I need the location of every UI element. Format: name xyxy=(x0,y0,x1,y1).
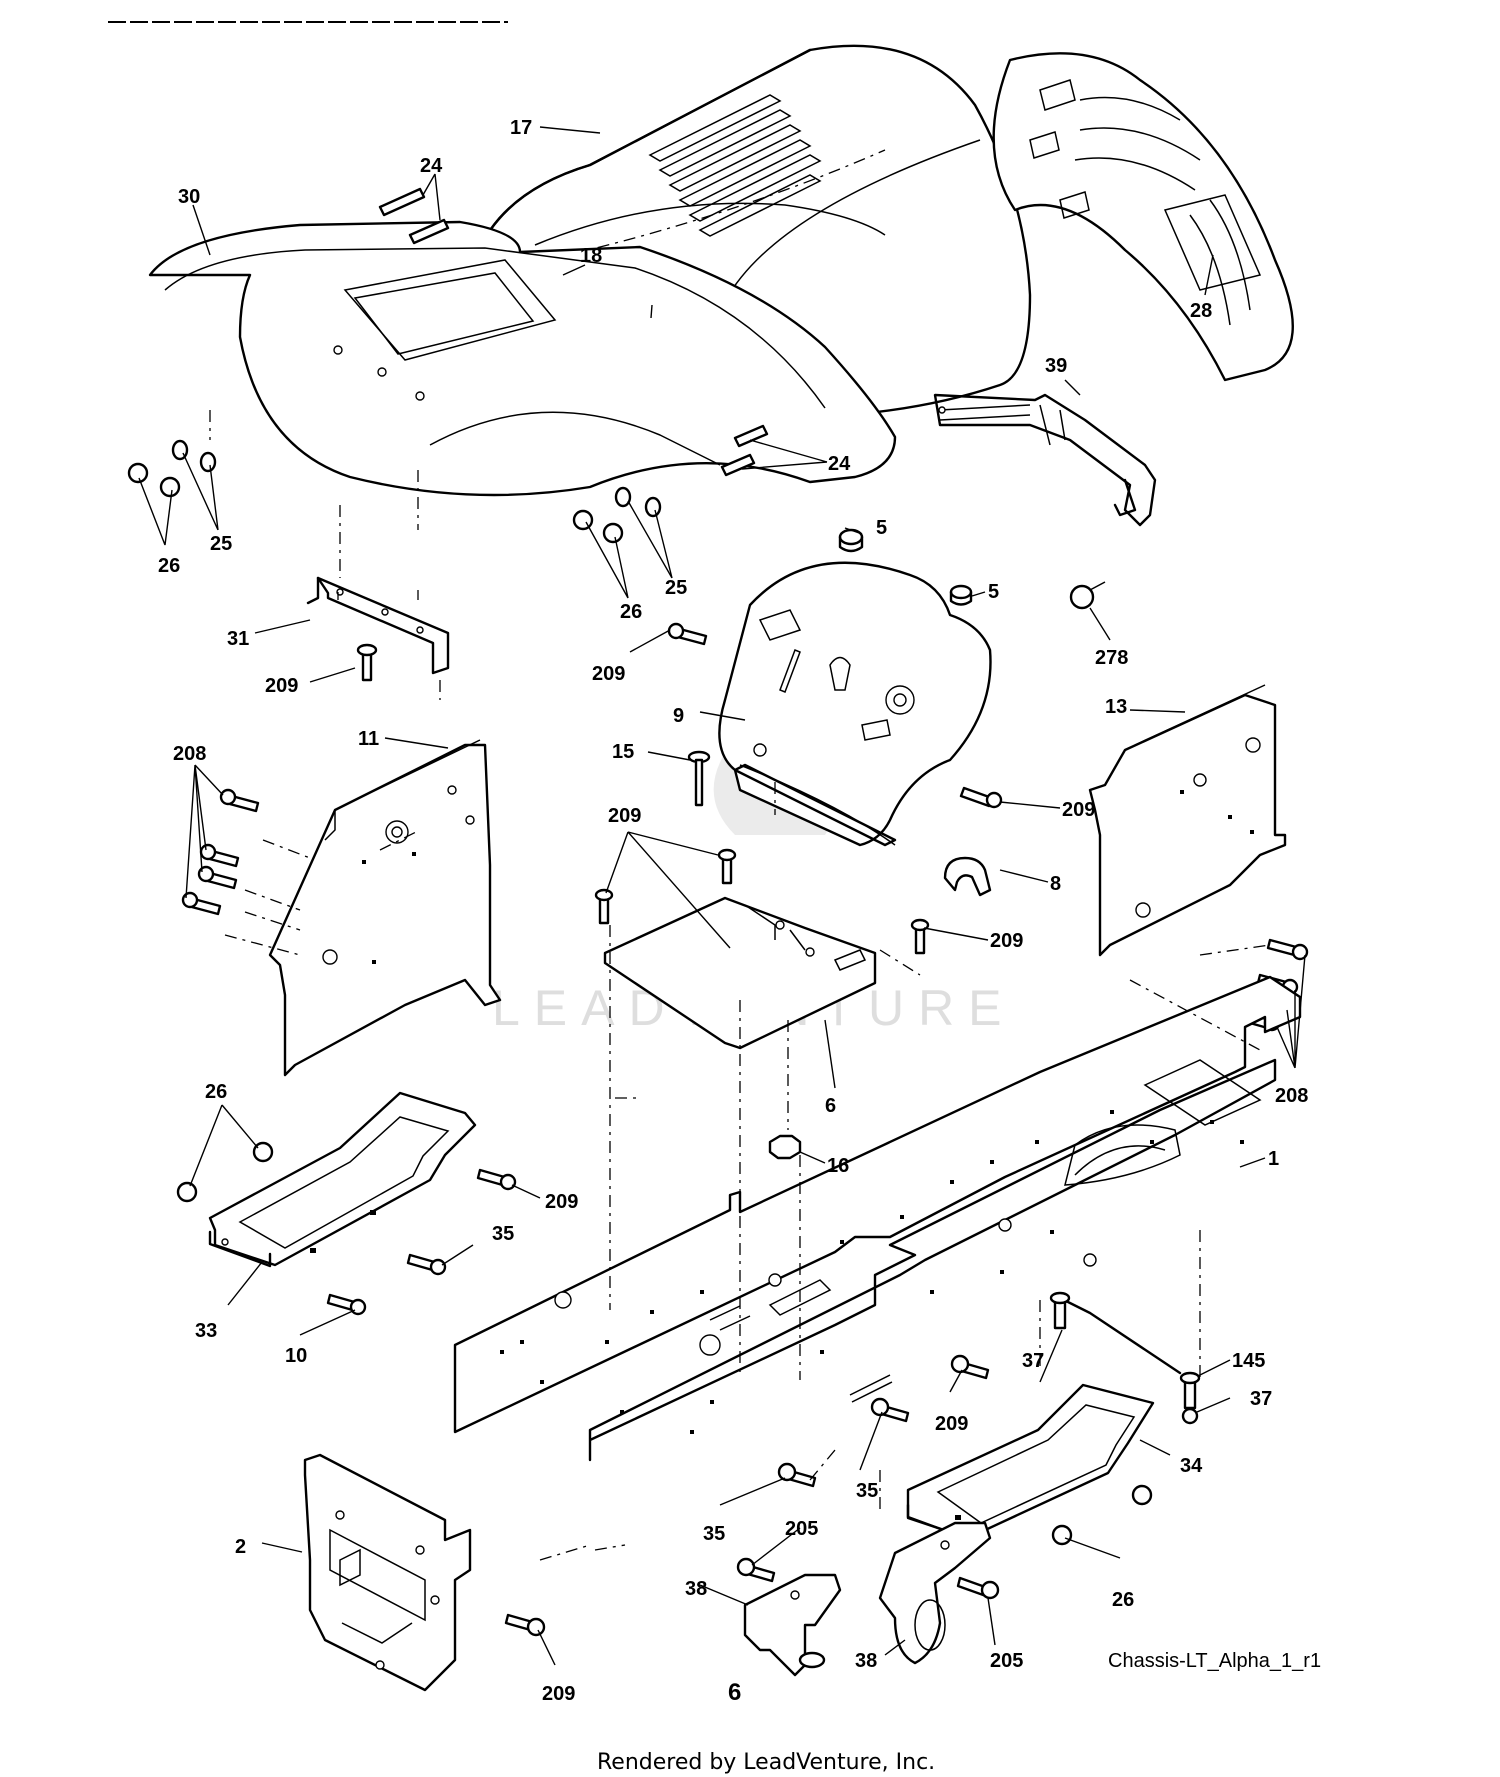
callout-208-right: 208 xyxy=(1275,1085,1308,1107)
callout-38-left: 38 xyxy=(685,1578,707,1600)
part-fender[interactable] xyxy=(148,220,897,530)
callout-39: 39 xyxy=(1045,355,1067,377)
part-hood[interactable] xyxy=(468,44,1032,419)
callout-16: 16 xyxy=(827,1155,849,1177)
callout-209-frame: 209 xyxy=(935,1413,968,1435)
callout-38-right: 38 xyxy=(855,1650,877,1672)
callout-209-bracket: 209 xyxy=(265,675,298,697)
callout-35-footrest: 35 xyxy=(492,1223,514,1245)
bolt-15[interactable] xyxy=(687,750,711,807)
callout-15: 15 xyxy=(612,741,634,763)
nuts-26-right[interactable] xyxy=(1051,1484,1153,1546)
callout-37-left: 37 xyxy=(1022,1350,1044,1372)
callout-209-front: 209 xyxy=(542,1683,575,1705)
callout-25-left: 25 xyxy=(210,533,232,555)
part-bracket-38a[interactable] xyxy=(743,1573,842,1677)
part-bracket-31[interactable] xyxy=(306,576,450,700)
hardware-left-nuts-washers[interactable] xyxy=(127,439,217,498)
callout-24-top: 24 xyxy=(420,155,443,177)
screw-209-front[interactable] xyxy=(504,1613,546,1637)
part-main-frame[interactable] xyxy=(453,975,1302,1462)
page-number: 6 xyxy=(728,1679,741,1706)
callout-205-right: 205 xyxy=(990,1650,1023,1672)
part-side-panel-left[interactable] xyxy=(268,739,502,1077)
grommet-5b[interactable] xyxy=(949,584,973,606)
callout-26-mid: 26 xyxy=(620,601,642,623)
bolts-208-left[interactable] xyxy=(181,788,260,916)
part-front-bracket[interactable] xyxy=(303,1453,472,1692)
callout-209-plate: 209 xyxy=(608,805,641,827)
callout-11: 11 xyxy=(358,728,379,750)
part-bracket-38b[interactable] xyxy=(878,1521,992,1665)
callout-2: 2 xyxy=(235,1536,246,1558)
screws-frame[interactable] xyxy=(777,1354,990,1488)
screws-205[interactable] xyxy=(736,1557,1000,1600)
part-footrest-left[interactable] xyxy=(208,1091,477,1268)
callout-24-mid: 24 xyxy=(828,453,851,475)
callout-13: 13 xyxy=(1105,696,1127,718)
callout-8: 8 xyxy=(1050,873,1061,895)
callout-145: 145 xyxy=(1232,1350,1265,1372)
callout-labels: 17 24 30 18 28 39 24 26 25 26 25 5 5 278… xyxy=(158,117,1308,1705)
callout-6: 6 xyxy=(825,1095,836,1117)
bolt-24-lower[interactable] xyxy=(720,424,769,477)
callout-9: 9 xyxy=(673,705,684,727)
callout-26-left: 26 xyxy=(158,555,180,577)
hardware-right-nuts-washers[interactable] xyxy=(572,486,662,544)
part-side-panel-right[interactable] xyxy=(1088,684,1287,957)
diagram-code-label: Chassis-LT_Alpha_1_r1 xyxy=(1108,1650,1321,1672)
callout-33: 33 xyxy=(195,1320,217,1342)
callout-35-frame: 35 xyxy=(856,1480,878,1502)
screw-209-panel-right[interactable] xyxy=(959,786,1003,809)
part-footrest-right[interactable] xyxy=(906,1383,1155,1541)
callout-26-footrest: 26 xyxy=(205,1081,227,1103)
leader-lines xyxy=(138,126,1306,1666)
assembly-lines xyxy=(224,505,1271,1561)
part-plate[interactable] xyxy=(603,896,877,1050)
callout-278: 278 xyxy=(1095,647,1128,669)
screw-209-bracket[interactable] xyxy=(356,643,378,682)
callout-5-right: 5 xyxy=(988,581,999,603)
callout-5-top: 5 xyxy=(876,517,887,539)
part-grille[interactable] xyxy=(992,52,1294,382)
part-dash-panel[interactable] xyxy=(718,561,992,847)
callout-209-right: 209 xyxy=(1062,799,1095,821)
callout-31: 31 xyxy=(227,628,249,650)
callout-10: 10 xyxy=(285,1345,307,1367)
part-bracket-39[interactable] xyxy=(933,393,1157,527)
callout-34: 34 xyxy=(1180,1455,1203,1477)
clip-8[interactable] xyxy=(943,856,992,897)
callout-209-clip: 209 xyxy=(990,930,1023,952)
callout-1: 1 xyxy=(1268,1148,1279,1170)
callout-208-left: 208 xyxy=(173,743,206,765)
callout-30: 30 xyxy=(178,186,200,208)
screw-278[interactable] xyxy=(1069,581,1106,610)
callout-28: 28 xyxy=(1190,300,1212,322)
bolt-24-upper[interactable] xyxy=(378,187,450,245)
callout-25-mid: 25 xyxy=(665,577,687,599)
callout-26-lower: 26 xyxy=(1112,1589,1134,1611)
callout-209-footrest: 209 xyxy=(545,1191,578,1213)
footer-credit: Rendered by LeadVenture, Inc. xyxy=(597,1750,935,1775)
callout-205-left: 205 xyxy=(785,1518,818,1540)
nut-16[interactable] xyxy=(768,1134,802,1160)
callout-35-lower: 35 xyxy=(703,1523,725,1545)
callout-209-panel: 209 xyxy=(592,663,625,685)
callout-18: 18 xyxy=(580,245,602,267)
hardware-33[interactable] xyxy=(176,1141,517,1316)
part-tie-rod-145[interactable] xyxy=(1049,1291,1201,1425)
callout-17: 17 xyxy=(510,117,532,139)
screw-209-panel-left[interactable] xyxy=(667,622,708,646)
callout-37-right: 37 xyxy=(1250,1388,1272,1410)
